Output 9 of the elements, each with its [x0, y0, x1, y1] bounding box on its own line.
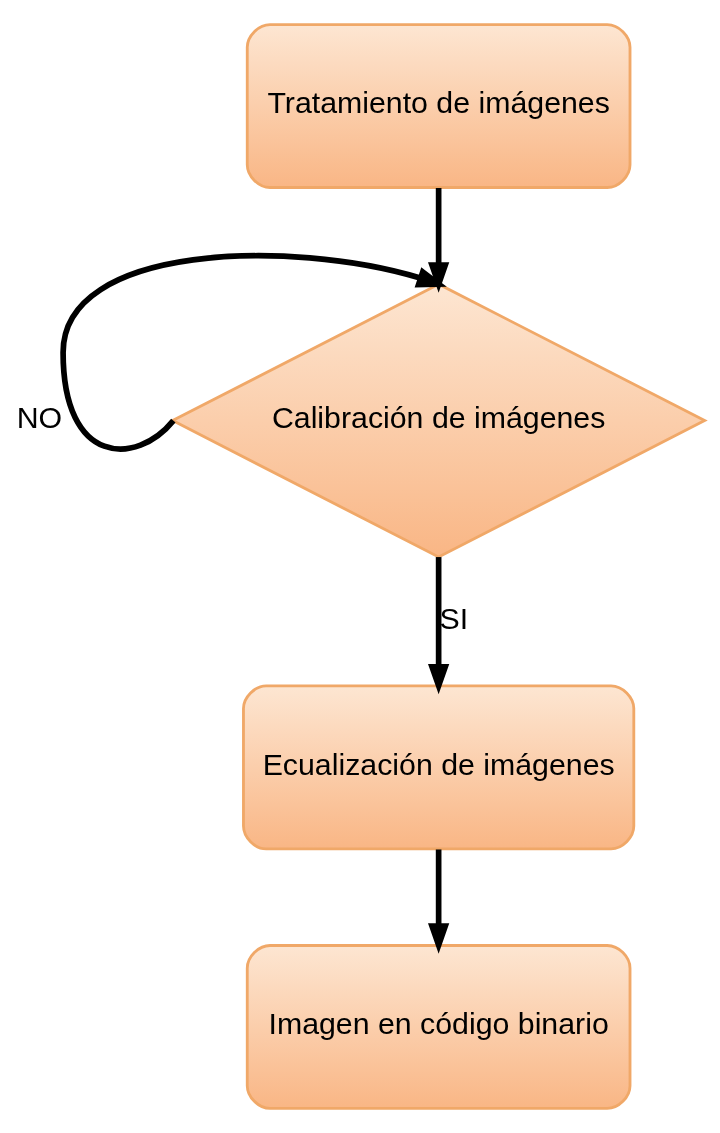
edge-label: NO	[16, 400, 63, 434]
edge-label: SI	[439, 601, 469, 635]
node-box: Tratamiento de imágenes	[245, 23, 632, 189]
arrow	[428, 557, 450, 695]
node-box: Imagen en código binario	[245, 944, 632, 1110]
arrow	[428, 849, 450, 954]
arrow	[428, 187, 450, 293]
node-box: Ecualización de imágenes	[242, 684, 636, 851]
arrow	[60, 253, 447, 452]
